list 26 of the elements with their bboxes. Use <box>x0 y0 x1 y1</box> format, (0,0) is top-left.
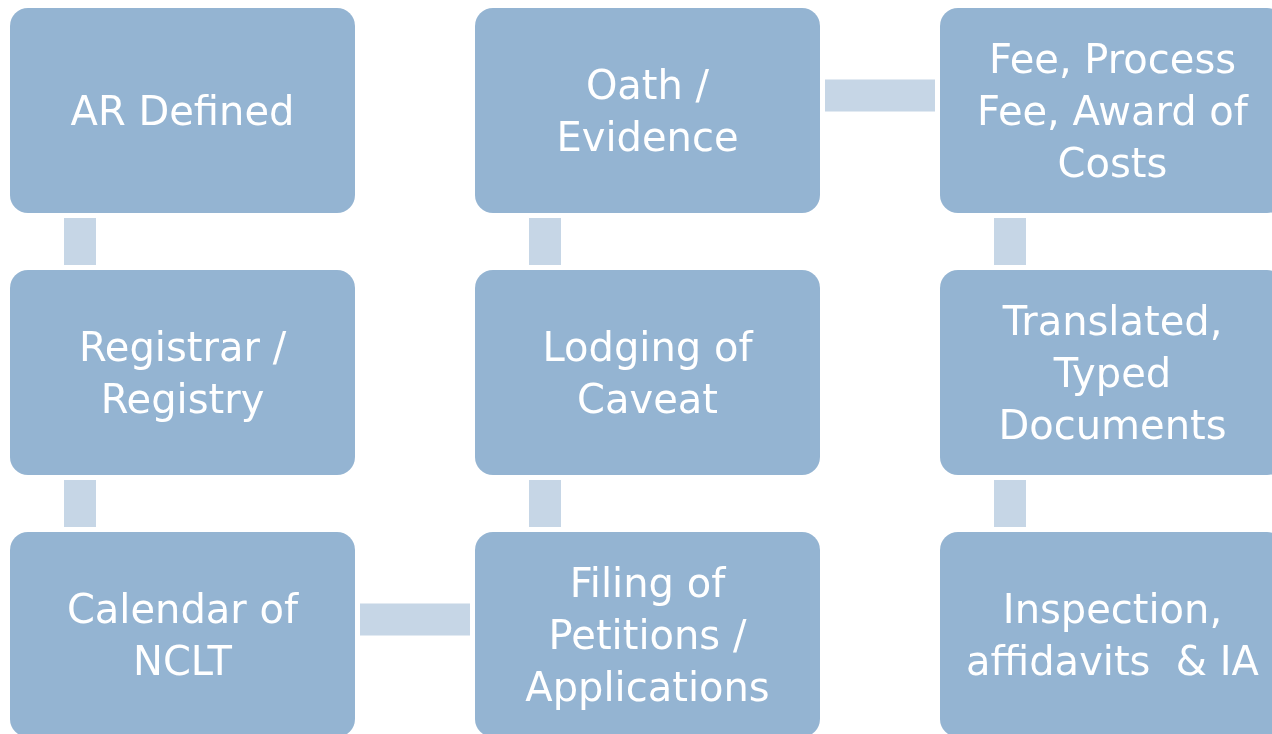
connector-bar <box>360 603 470 636</box>
process-box <box>940 532 1272 734</box>
process-box <box>475 8 820 213</box>
box-label: Inspection, affidavits & IA <box>965 584 1260 686</box>
box-label: Calendar of NCLT <box>65 584 300 686</box>
process-box <box>10 532 355 734</box>
connector-bar <box>529 218 561 265</box>
process-box <box>10 8 355 213</box>
connector-bar <box>64 218 96 265</box>
connector-bar <box>994 218 1026 265</box>
process-box <box>475 532 820 734</box>
connector-bar <box>825 79 935 112</box>
connector-bar <box>994 480 1026 527</box>
box-label: Lodging of Caveat <box>541 322 755 424</box>
process-box <box>10 270 355 475</box>
box-label: Translated, Typed Documents <box>997 296 1228 450</box>
box-label: Filing of Petitions / Applications <box>524 558 771 712</box>
process-box <box>940 8 1272 213</box>
process-box <box>475 270 820 475</box>
box-label: Fee, Process Fee, Award of Costs <box>976 34 1250 188</box>
box-label: Registrar / Registry <box>77 322 288 424</box>
connector-bar <box>529 480 561 527</box>
box-label: Oath / Evidence <box>555 60 740 162</box>
process-box <box>940 270 1272 475</box>
box-label: AR Defined <box>70 86 295 136</box>
connector-bar <box>64 480 96 527</box>
